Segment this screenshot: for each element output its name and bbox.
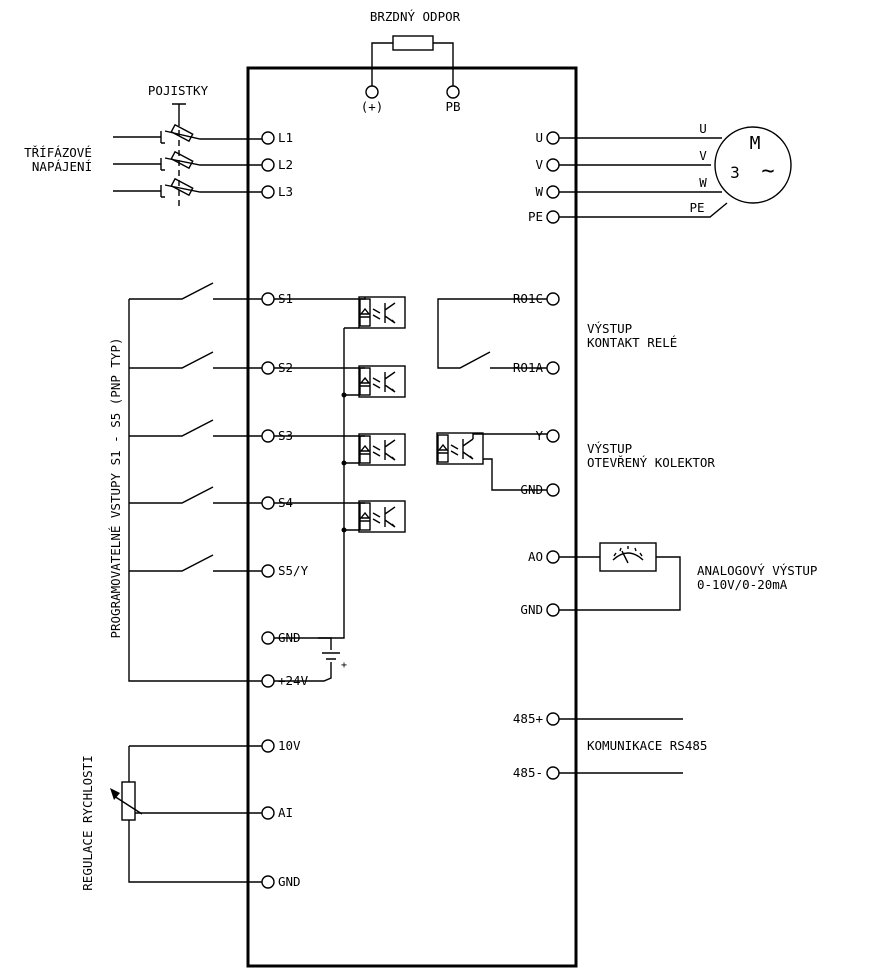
terminal-gnd-digital [261,631,275,645]
terminal-y-label: Y [535,428,543,443]
analog-output-label-line2: 0-10V/0-20mA [697,577,788,592]
oc-output-label-line2: OTEVŘENÝ KOLEKTOR [587,455,715,470]
terminal-10v [261,739,275,753]
terminal-ro1c [546,292,560,306]
motor-wire-v: V [699,148,707,163]
three-phase-label-line1: TŘÍFÁZOVÉ [24,145,92,160]
terminal-s3 [261,429,275,443]
terminal-v [546,158,560,172]
terminal-ai [261,806,275,820]
brake-resistor: BRZDNÝ ODPOR [370,9,461,86]
terminal-s5 [261,564,275,578]
relay-contact [437,298,547,369]
terminal-gnd-y-label: GND [520,482,543,497]
brake-resistor-label: BRZDNÝ ODPOR [370,9,461,24]
terminal-pb-label: PB [445,99,460,114]
motor-wire-pe: PE [689,200,704,215]
terminal-gnd-y [546,483,560,497]
terminal-l1 [261,131,275,145]
terminal-pe-label: PE [528,209,543,224]
terminal-gnd-ao-label: GND [520,602,543,617]
inverter-housing [246,66,578,968]
terminal-485-minus-label: 485- [513,765,543,780]
analog-meter [559,542,681,611]
terminal-w [546,185,560,199]
terminal-s1 [261,292,275,306]
terminal-ro1c-label: RO1C [513,291,543,306]
speed-potentiometer [110,745,262,883]
fuse-block [113,103,262,208]
terminal-10v-label: 10V [278,738,301,753]
terminal-ao-label: AO [528,549,543,564]
analog-output-label-line1: ANALOGOVÝ VÝSTUP [697,563,817,578]
terminal-l1-label: L1 [278,130,293,145]
terminal-l3-label: L3 [278,184,293,199]
open-collector-optocoupler [436,432,547,491]
terminal-485-plus-label: 485+ [513,711,543,726]
speed-control-label: REGULACE RYCHLOSTI [80,755,95,890]
terminal-plus-label: (+) [361,99,384,114]
motor-wire-u: U [699,121,707,136]
comm-label: KOMUNIKACE RS485 [587,738,707,753]
relay-output-label-line1: VÝSTUP [587,321,632,336]
terminal-v-label: V [535,157,543,172]
relay-output-label-line2: KONTAKT RELÉ [587,335,677,350]
terminal-u [546,131,560,145]
terminal-gnd-ao [546,603,560,617]
motor-wire-w: W [699,175,707,190]
three-phase-label-line2: NAPÁJENÍ [32,159,92,174]
terminal-w-label: W [535,184,543,199]
input-optocouplers [274,296,406,639]
terminal-plus [365,85,379,99]
terminal-24v [261,674,275,688]
terminal-l2-label: L2 [278,157,293,172]
terminal-pb [446,85,460,99]
fuses-label: POJISTKY [148,83,209,98]
terminal-gnd-analog [261,875,275,889]
motor: M 3 ~ [714,126,792,204]
motor-letter: M [750,133,761,154]
terminal-ai-label: AI [278,805,293,820]
terminal-l2 [261,158,275,172]
terminal-485-minus [546,766,560,780]
terminal-u-label: U [535,130,543,145]
motor-ac-symbol: ~ [761,159,774,184]
terminal-ro1a [546,361,560,375]
terminal-s2 [261,361,275,375]
terminal-gnd-analog-label: GND [278,874,301,889]
rs485-wiring [559,718,683,774]
motor-wiring [559,137,728,218]
battery-plus: + [341,660,347,671]
motor-phases: 3 [730,163,740,182]
terminal-ao [546,550,560,564]
oc-output-label-line1: VÝSTUP [587,441,632,456]
terminal-s4 [261,496,275,510]
terminal-485-plus [546,712,560,726]
internal-24v-supply: + [274,637,347,682]
terminal-l3 [261,185,275,199]
input-switches [128,282,262,682]
terminal-ro1a-label: RO1A [513,360,544,375]
terminal-pe [546,210,560,224]
programmable-inputs-label: PROGRAMOVATELNÉ VSTUPY S1 - S5 (PNP TYP) [108,337,123,638]
terminal-y [546,429,560,443]
terminal-s5-label: S5/Y [278,563,309,578]
